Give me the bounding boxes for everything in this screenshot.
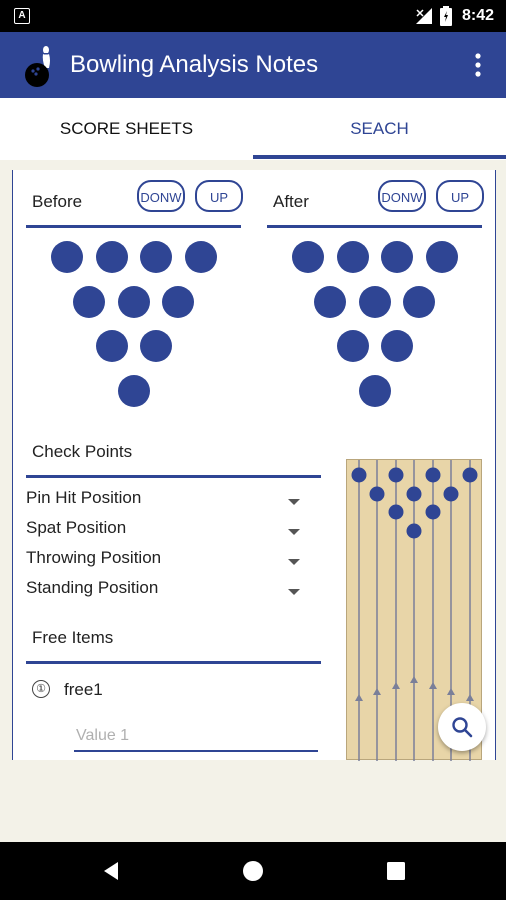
analysis-card: Before DONW UP After DONW UP Check Point… xyxy=(12,170,496,761)
clock: 8:42 xyxy=(462,7,495,24)
bowling-logo-icon xyxy=(25,46,50,87)
search-icon xyxy=(452,717,473,738)
dropdown-label: Throwing Position xyxy=(26,548,162,567)
after-pin[interactable] xyxy=(381,241,413,273)
after-pin[interactable] xyxy=(359,375,391,407)
tab-bar: SCORE SHEETS SEACH xyxy=(0,98,506,160)
more-vert-icon[interactable] xyxy=(470,50,486,80)
after-divider xyxy=(267,225,482,228)
home-icon[interactable] xyxy=(240,858,266,884)
free-items-title: Free Items xyxy=(32,628,114,647)
before-pin[interactable] xyxy=(96,241,128,273)
after-pin[interactable] xyxy=(314,286,346,318)
before-label: Before xyxy=(32,192,83,211)
signal-icon xyxy=(416,8,432,24)
before-pin[interactable] xyxy=(51,241,83,273)
app-title: Bowling Analysis Notes xyxy=(70,51,319,78)
before-pin[interactable] xyxy=(118,286,150,318)
spat-position-dropdown[interactable]: Spat Position xyxy=(26,518,306,548)
tab-search[interactable]: SEACH xyxy=(350,119,409,138)
dropdown-arrow-icon xyxy=(288,559,300,565)
pin-hit-position-dropdown[interactable]: Pin Hit Position xyxy=(26,488,306,518)
tab-score-sheets[interactable]: SCORE SHEETS xyxy=(59,119,194,138)
standing-position-dropdown[interactable]: Standing Position xyxy=(26,578,306,608)
recents-icon[interactable] xyxy=(383,858,409,884)
dropdown-label: Standing Position xyxy=(26,578,159,597)
before-pin[interactable] xyxy=(140,241,172,273)
nav-bar xyxy=(0,842,506,900)
free-item-value-input[interactable] xyxy=(74,722,318,752)
battery-icon xyxy=(440,6,452,26)
after-pin[interactable] xyxy=(337,241,369,273)
free-items-divider xyxy=(26,661,321,664)
after-down-button[interactable]: DONW xyxy=(378,180,426,212)
after-pin[interactable] xyxy=(359,286,391,318)
free-item-number: ① xyxy=(32,680,50,698)
dropdown-arrow-icon xyxy=(288,589,300,595)
after-pin[interactable] xyxy=(337,330,369,362)
a-icon: A xyxy=(14,8,30,24)
dropdown-label: Pin Hit Position xyxy=(26,488,142,507)
app-bar: Bowling Analysis Notes xyxy=(0,32,506,98)
before-up-button[interactable]: UP xyxy=(195,180,243,212)
before-pin[interactable] xyxy=(140,330,172,362)
after-up-button[interactable]: UP xyxy=(436,180,484,212)
search-fab[interactable] xyxy=(438,703,486,751)
dropdown-label: Spat Position xyxy=(26,518,127,537)
after-pin[interactable] xyxy=(381,330,413,362)
throwing-position-dropdown[interactable]: Throwing Position xyxy=(26,548,306,578)
before-pin[interactable] xyxy=(185,241,217,273)
check-points-divider xyxy=(26,475,321,478)
tab-indicator xyxy=(253,155,506,159)
before-down-button[interactable]: DONW xyxy=(137,180,185,212)
before-pin[interactable] xyxy=(118,375,150,407)
after-pin[interactable] xyxy=(426,241,458,273)
after-label: After xyxy=(273,192,309,211)
status-bar: A 8:42 xyxy=(0,0,506,32)
after-pin[interactable] xyxy=(403,286,435,318)
dropdown-arrow-icon xyxy=(288,499,300,505)
before-pin[interactable] xyxy=(162,286,194,318)
dropdown-arrow-icon xyxy=(288,529,300,535)
after-pin[interactable] xyxy=(292,241,324,273)
check-points-title: Check Points xyxy=(32,442,133,461)
before-pin[interactable] xyxy=(96,330,128,362)
before-divider xyxy=(26,225,241,228)
free-item-label: free1 xyxy=(64,680,103,699)
before-pin[interactable] xyxy=(73,286,105,318)
back-icon[interactable] xyxy=(98,858,124,884)
